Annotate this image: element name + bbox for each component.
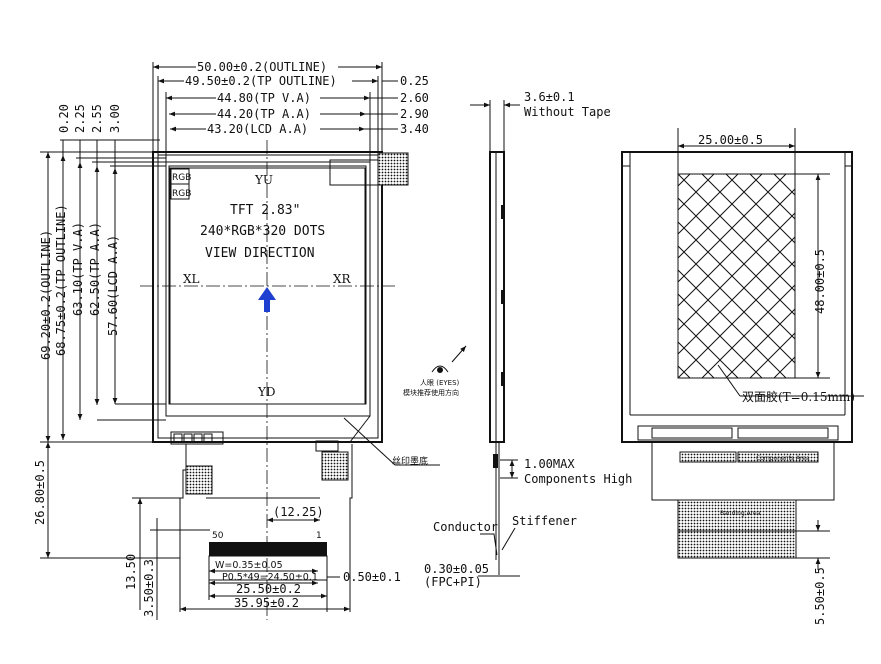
bottom-connector <box>170 431 224 445</box>
dim-tpva-w: 44.80(TP V.A) <box>217 91 311 105</box>
eye-line2: 模块推荐使用方向 <box>403 388 459 397</box>
dim-050: 0.50±0.1 <box>343 570 401 584</box>
tape-label: 双面胶(T=0.15mm) <box>742 389 855 404</box>
dim-tpva-h: 63.10(TP V.A) <box>71 222 85 316</box>
dim-tp-outline-h: 68.75±0.2(TP OUTLINE) <box>54 204 68 356</box>
dim-1350: 13.50 <box>124 554 138 590</box>
notch <box>329 159 379 186</box>
dim-lcdaa-w: 43.20(LCD A.A) <box>207 122 308 136</box>
module-outline <box>152 151 383 443</box>
conductor-label: Conductor <box>433 520 498 534</box>
pin-last: 1 <box>316 531 322 541</box>
back-view: 25.00±0.5 48.00±0.5 双面胶(T=0.15mm) Compon… <box>621 128 864 625</box>
view-direction: VIEW DIRECTION <box>205 246 315 261</box>
comp-note: Components High <box>524 472 632 486</box>
tp-outline <box>157 154 379 439</box>
eye-line1: 人眼 (EYES) <box>420 379 460 387</box>
tape-area <box>677 173 796 379</box>
silk-label: 丝印墨底 <box>392 455 428 467</box>
w-label: W=0.35±0.05 <box>215 560 283 571</box>
label-xl: XL <box>183 272 200 286</box>
dim-tpaa-w: 44.20(TP A.A) <box>217 107 311 121</box>
rgb-label-1: RGB <box>172 173 191 183</box>
dim-3595: 35.95±0.2 <box>234 596 299 610</box>
dim-350: 3.50±0.3 <box>142 559 156 617</box>
side-view: 3.6±0.1 Without Tape 1.00MAX Components … <box>403 90 632 589</box>
pitch-label: P0.5*49=24.50±0.1 <box>222 572 318 583</box>
comp-pad <box>679 451 737 463</box>
side-dim-1: 0.25 <box>400 74 429 88</box>
side-dim-2: 2.60 <box>400 91 429 105</box>
small-dim-1: 0.20 <box>57 104 71 133</box>
thickness: 3.6±0.1 <box>524 90 575 104</box>
small-dim-3: 2.55 <box>90 104 104 133</box>
fpc-note: (FPC+PI) <box>424 575 482 589</box>
back-outline <box>621 151 853 443</box>
back-height: 48.00±0.5 <box>813 249 827 314</box>
resolution: 240*RGB*320 DOTS <box>200 224 325 239</box>
label-yu: YU <box>254 173 273 187</box>
label-yd: YD <box>257 385 276 399</box>
small-dim-2: 2.25 <box>73 104 87 133</box>
comp-height: 1.00MAX <box>524 457 575 471</box>
tft-size: TFT 2.83" <box>230 203 300 218</box>
tp-view-area <box>165 161 371 417</box>
bend-label: Banding Area <box>720 510 761 517</box>
fpc-pad-right <box>321 451 349 481</box>
side-dim-4: 3.40 <box>400 122 429 136</box>
view-arrow-icon <box>258 287 276 312</box>
fpc-pad-left <box>185 465 213 495</box>
dim-2550: 25.50±0.2 <box>236 582 301 596</box>
dim-tpaa-h: 62.50(TP A.A) <box>88 222 102 316</box>
dim-fpc-height: 26.80±0.5 <box>33 460 47 525</box>
side-dim-3: 2.90 <box>400 107 429 121</box>
back-width: 25.00±0.5 <box>698 133 763 147</box>
top-pad <box>377 152 409 186</box>
thickness-note: Without Tape <box>524 105 611 119</box>
eye-icon <box>431 365 449 373</box>
comp-area: Components Area <box>756 455 810 462</box>
dim-tp-outline-w: 49.50±0.2(TP OUTLINE) <box>185 74 337 88</box>
small-dim-4: 3.00 <box>108 104 122 133</box>
label-xr: XR <box>333 272 352 286</box>
bottom-dim: 5.50±0.5 <box>813 567 827 625</box>
gold-fingers <box>209 542 327 556</box>
front-view: RGB RGB YU YD XL XR TFT 2.83" 240*RGB*32… <box>33 59 440 620</box>
dim-outline-w: 50.00±0.2(OUTLINE) <box>197 60 327 74</box>
dim-outline-h: 69.20±0.2(OUTLINE) <box>39 230 53 360</box>
stiffener-label: Stiffener <box>512 514 577 528</box>
pitch-top: (12.25) <box>273 505 324 519</box>
pin-first: 50 <box>212 531 224 541</box>
fpc-thick: 0.30±0.05 <box>424 562 489 576</box>
rgb-label-2: RGB <box>172 189 191 199</box>
dim-lcdaa-h: 57.60(LCD A.A) <box>106 235 120 336</box>
